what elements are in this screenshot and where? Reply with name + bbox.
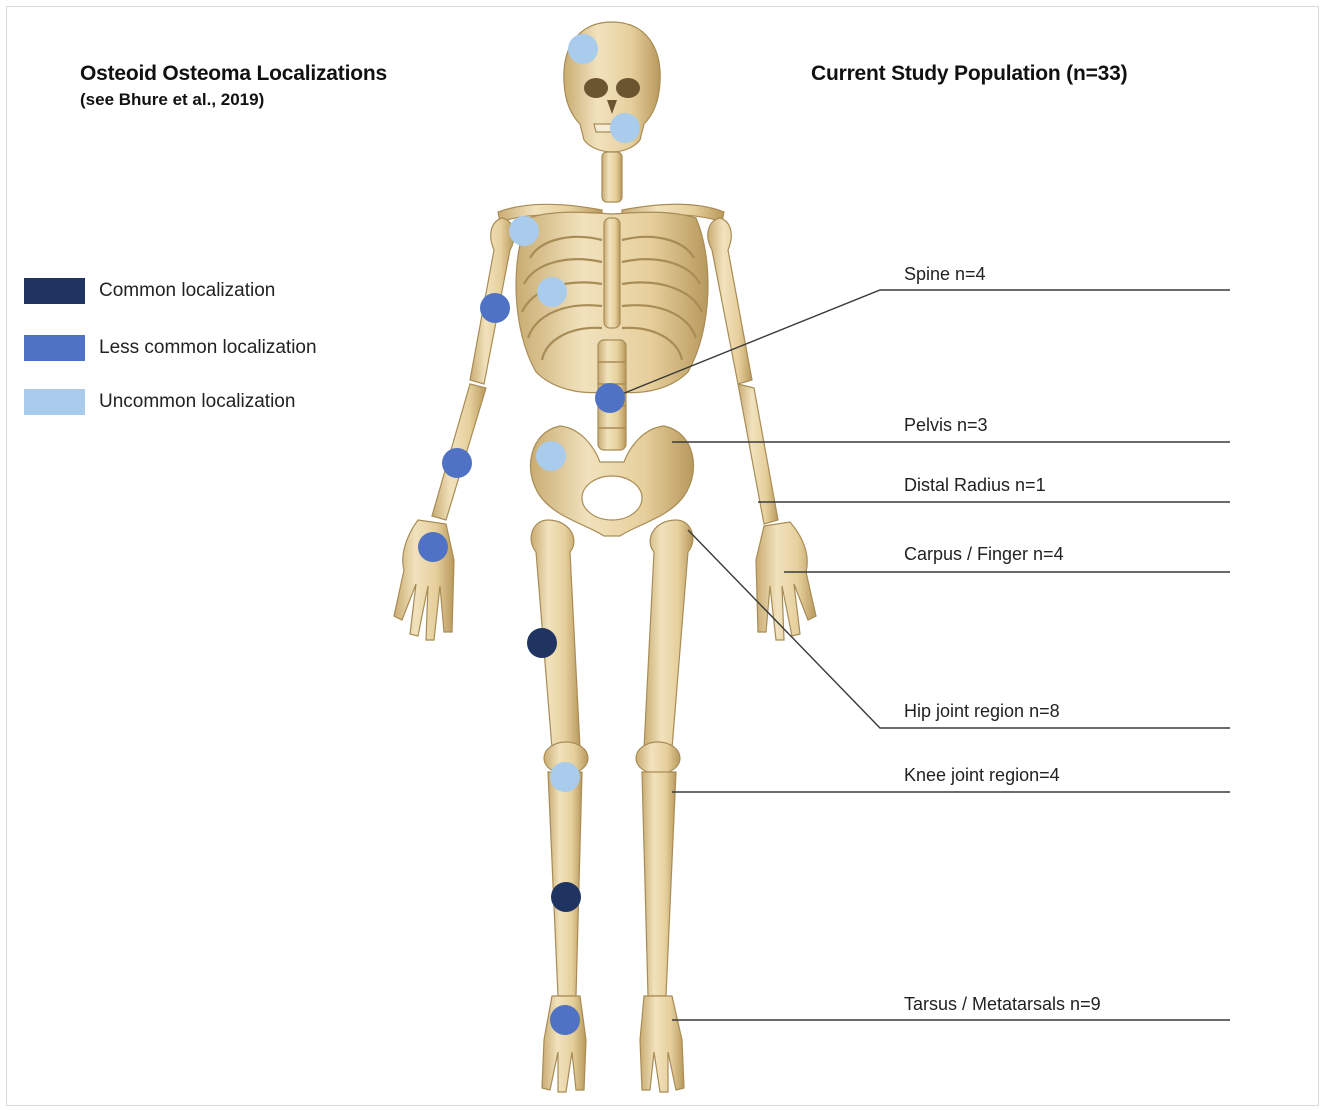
marker-shoulder <box>509 216 539 246</box>
marker-ilium <box>536 441 566 471</box>
marker-ribs <box>537 277 567 307</box>
marker-tibia <box>551 882 581 912</box>
callout-label-knee-joint: Knee joint region=4 <box>904 765 1060 786</box>
sternum <box>604 218 620 328</box>
humerus-right <box>708 218 752 384</box>
marker-ankle <box>550 1005 580 1035</box>
tibia-right <box>642 772 676 996</box>
legend-item-less-common: Less common localization <box>24 334 317 362</box>
legend-item-common: Common localization <box>24 277 275 305</box>
marker-forearm <box>442 448 472 478</box>
cervical-spine <box>602 152 622 202</box>
legend-swatch-common <box>24 278 85 304</box>
legend-swatch-less-common <box>24 335 85 361</box>
eye-socket-right <box>616 78 640 98</box>
right-panel-title: Current Study Population (n=33) <box>811 62 1127 86</box>
callout-label-spine: Spine n=4 <box>904 264 986 285</box>
callout-label-carpus-finger: Carpus / Finger n=4 <box>904 544 1064 565</box>
left-panel-subtitle: (see Bhure et al., 2019) <box>80 90 264 110</box>
callout-label-tarsus-metatarsals: Tarsus / Metatarsals n=9 <box>904 994 1101 1015</box>
legend-label-less-common: Less common localization <box>99 337 317 359</box>
marker-wrist <box>418 532 448 562</box>
foot-right <box>640 996 684 1092</box>
pelvic-inlet <box>582 476 642 520</box>
left-panel-title: Osteoid Osteoma Localizations <box>80 62 387 86</box>
legend-label-uncommon: Uncommon localization <box>99 391 295 413</box>
hand-right <box>756 522 816 640</box>
marker-femur <box>527 628 557 658</box>
marker-humerus <box>480 293 510 323</box>
callout-label-distal-radius: Distal Radius n=1 <box>904 475 1046 496</box>
legend-label-common: Common localization <box>99 280 275 302</box>
callout-label-pelvis: Pelvis n=3 <box>904 415 988 436</box>
marker-mandible <box>610 113 640 143</box>
callout-lines <box>612 290 1230 1020</box>
knee-right <box>636 742 680 774</box>
callout-label-hip-joint: Hip joint region n=8 <box>904 701 1060 722</box>
legend-item-uncommon: Uncommon localization <box>24 388 295 416</box>
legend-swatch-uncommon <box>24 389 85 415</box>
femur-right <box>644 520 693 748</box>
eye-socket-left <box>584 78 608 98</box>
marker-lumbar-spine <box>595 383 625 413</box>
skeleton <box>394 22 816 1092</box>
marker-skull <box>568 34 598 64</box>
marker-knee <box>550 762 580 792</box>
forearm-right <box>738 384 778 524</box>
